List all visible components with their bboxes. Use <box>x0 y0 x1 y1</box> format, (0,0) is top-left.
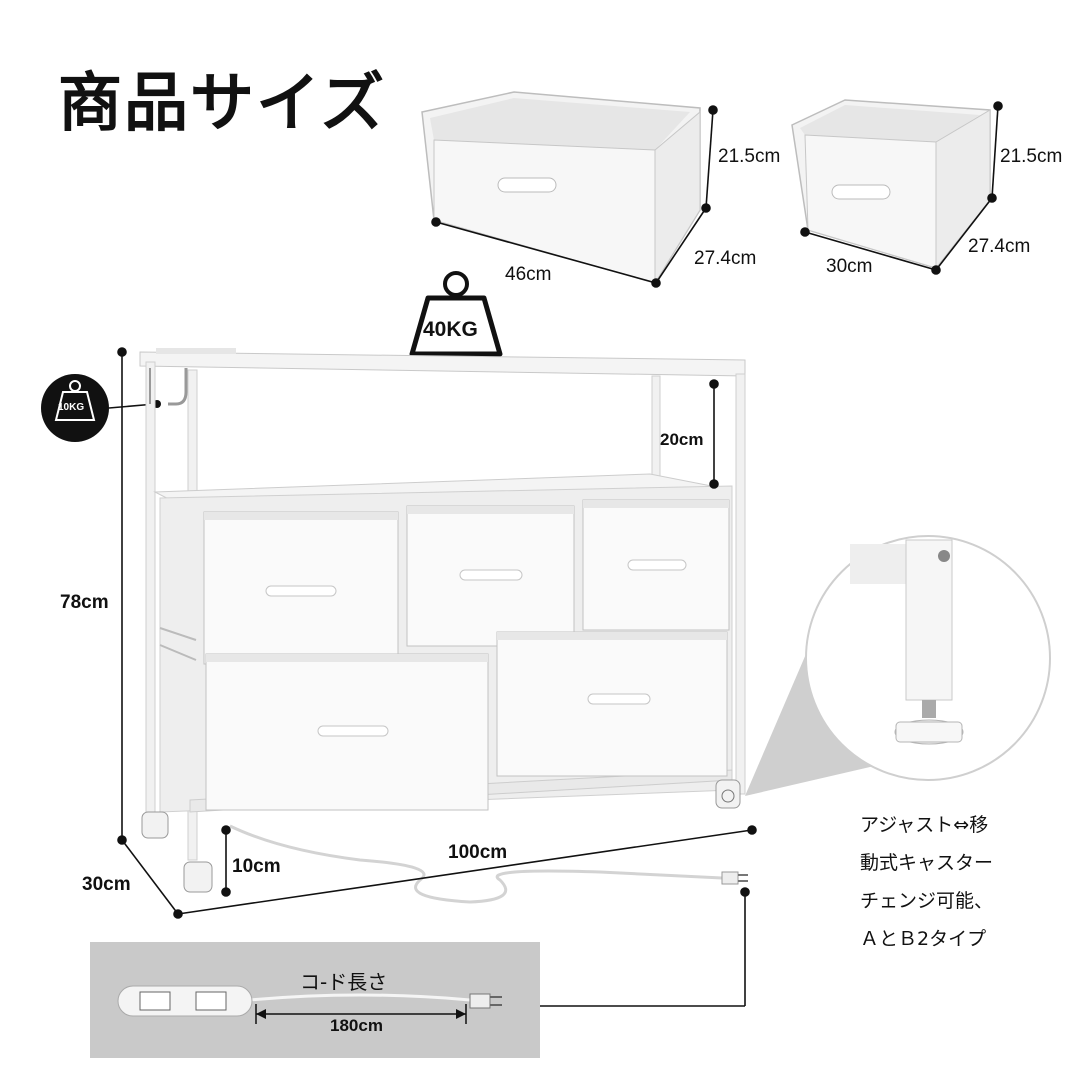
top-load-label: 40KG <box>423 318 478 341</box>
caster-note-line-3: チェンジ可能、 <box>860 890 994 912</box>
weight-10kg-badge <box>41 374 161 442</box>
cord-length: 180cm <box>330 1016 383 1035</box>
caster-note-line-1: アジャスト⇔移 <box>860 814 989 836</box>
small-drawer-illustration <box>791 99 991 270</box>
caster-note-line-2: 動式キャスター <box>860 852 994 874</box>
weight-40kg-icon <box>409 271 503 357</box>
small-drawer-width: 30cm <box>826 256 873 277</box>
cord-panel-illustration <box>90 942 540 1058</box>
floor-clearance: 10cm <box>232 856 281 877</box>
caster-note-line-4: ＡとＢ2タイプ <box>860 928 987 950</box>
unit-depth: 30cm <box>82 874 131 895</box>
cord-label: コ-ド長さ <box>300 970 388 994</box>
page-title: 商品サイズ <box>58 67 387 141</box>
unit-height: 78cm <box>60 592 109 613</box>
shelf-gap: 20cm <box>660 430 704 449</box>
unit-dimensions <box>117 347 757 1007</box>
small-drawer-depth: 27.4cm <box>968 236 1031 257</box>
caster-zoom-callout <box>745 535 1051 796</box>
dresser-illustration <box>139 348 748 904</box>
large-drawer-height: 21.5cm <box>718 146 781 167</box>
small-drawer-height: 21.5cm <box>1000 146 1063 167</box>
unit-width: 100cm <box>448 842 508 863</box>
large-drawer-depth: 27.4cm <box>694 248 757 269</box>
small-drawer-dimensions <box>800 101 1003 275</box>
large-drawer-width: 46cm <box>505 264 552 285</box>
hook-load-label: 10KG <box>58 402 85 413</box>
large-drawer-dimensions <box>431 105 718 288</box>
large-drawer-illustration <box>421 91 701 285</box>
